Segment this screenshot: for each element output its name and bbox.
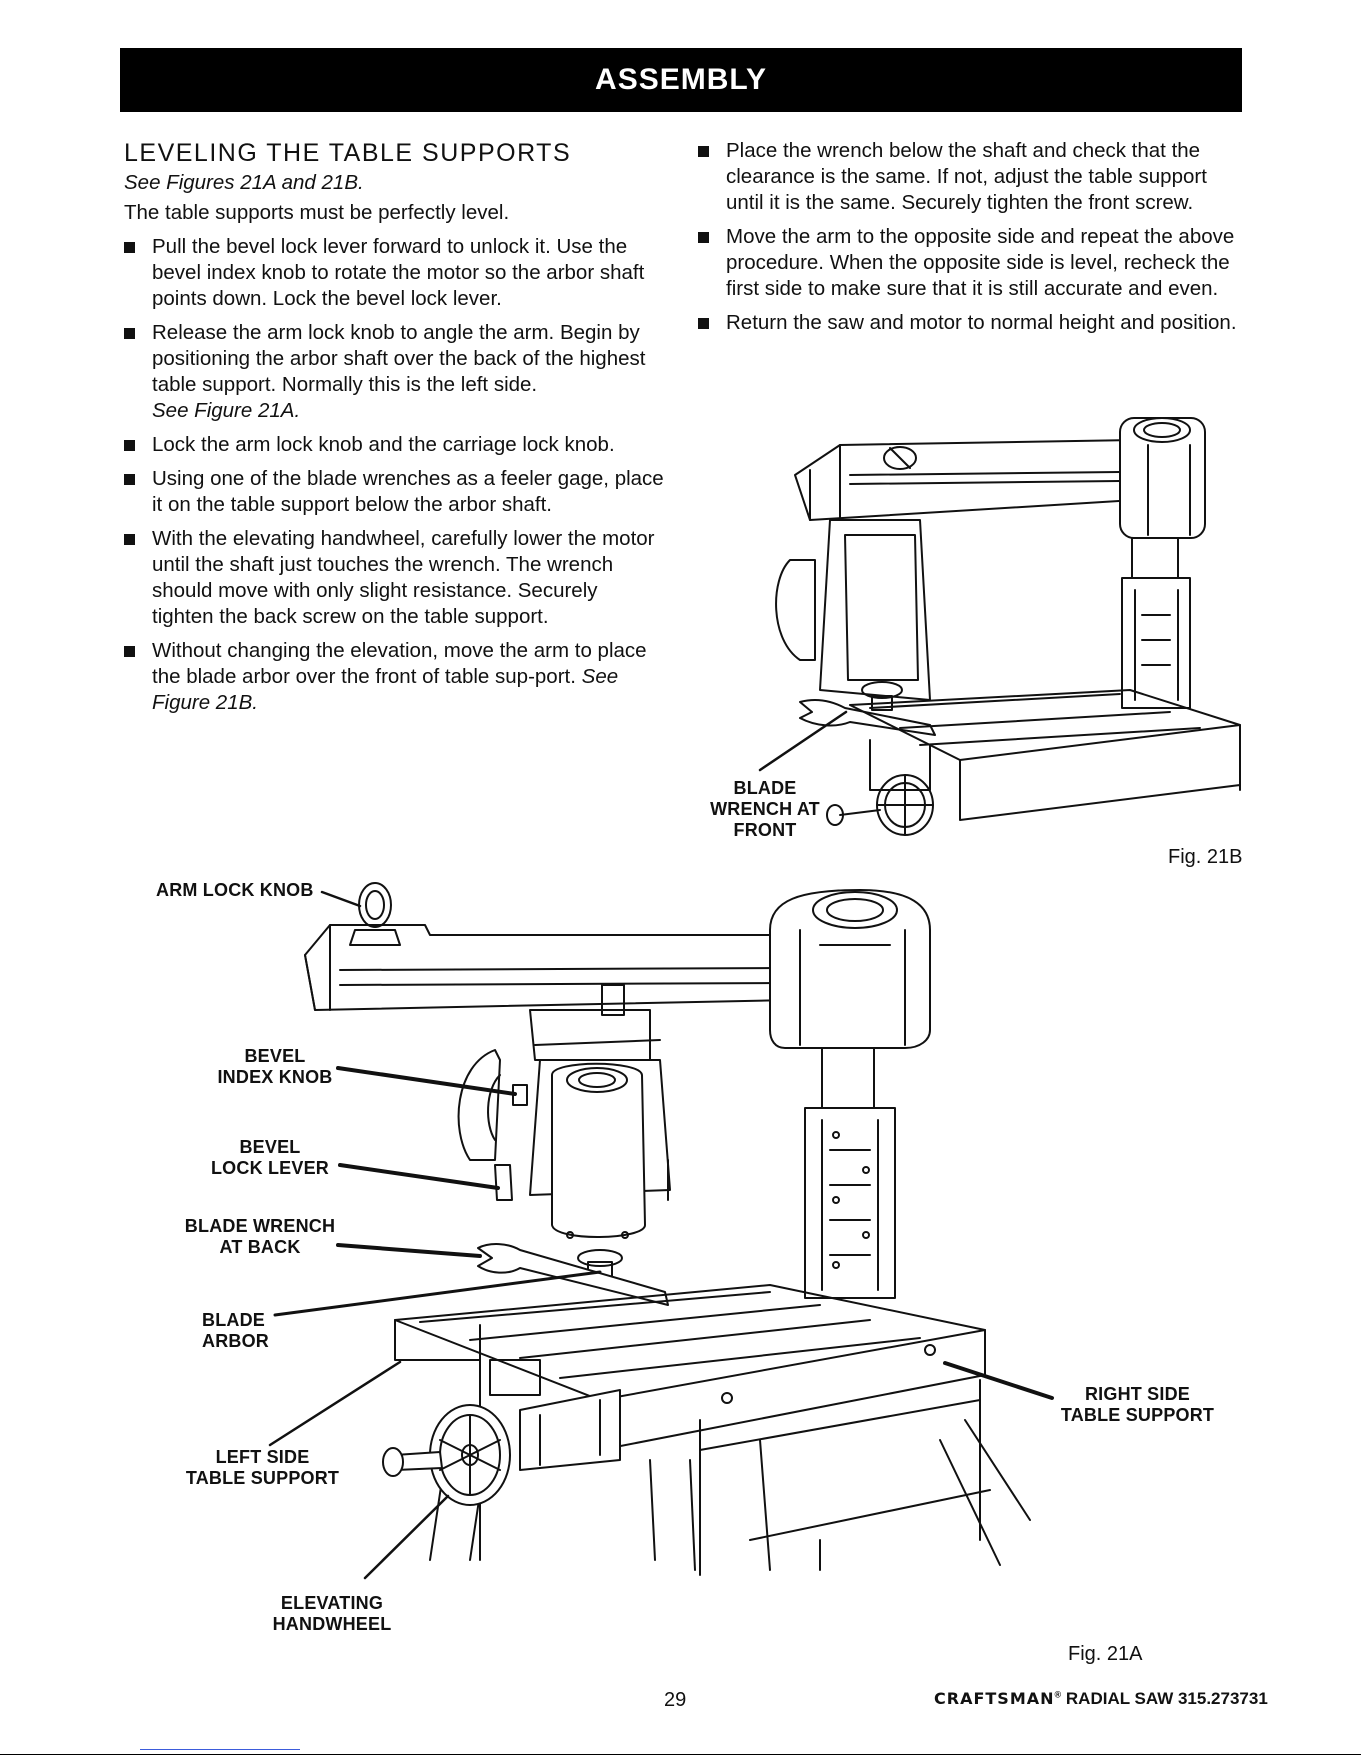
list-item: Pull the bevel lock lever forward to unl… [124, 234, 664, 312]
bullet-square-icon [124, 328, 135, 339]
callout-blade-arbor: BLADE ARBOR [202, 1310, 269, 1351]
left-column: LEVELING THE TABLE SUPPORTS See Figures … [124, 138, 664, 724]
callout-blade-wrench-back: BLADE WRENCH AT BACK [184, 1216, 336, 1257]
list-item: With the elevating handwheel, carefully … [124, 526, 664, 630]
left-steps-list: Pull the bevel lock lever forward to unl… [124, 234, 664, 716]
bullet-square-icon [698, 318, 709, 329]
banner-title: ASSEMBLY [595, 63, 767, 96]
bullet-square-icon [124, 646, 135, 657]
fig-21b-saw-drawing [758, 417, 1241, 836]
list-item: Move the arm to the opposite side and re… [698, 224, 1238, 302]
bullet-square-icon [698, 232, 709, 243]
bullet-square-icon [124, 534, 135, 545]
list-item: Without changing the elevation, move the… [124, 638, 664, 716]
bullet-square-icon [124, 242, 135, 253]
page-number: 29 [664, 1689, 687, 1711]
see-figures-ref: See Figures 21A and 21B. [124, 171, 364, 194]
callout-left-side-support: LEFT SIDE TABLE SUPPORT [185, 1447, 340, 1488]
list-item: Place the wrench below the shaft and che… [698, 138, 1238, 216]
intro-text: The table supports must be perfectly lev… [124, 201, 510, 224]
section-title: LEVELING THE TABLE SUPPORTS [124, 139, 572, 167]
bullet-square-icon [124, 474, 135, 485]
list-item: Return the saw and motor to normal heigh… [698, 310, 1238, 336]
model-number: RADIAL SAW 315.273731 [1065, 1689, 1268, 1708]
bottom-link-underline [140, 1749, 300, 1750]
fig-21b-caption: Fig. 21B [1168, 846, 1243, 868]
callout-arm-lock-knob: ARM LOCK KNOB [156, 880, 314, 900]
callout-right-side-support: RIGHT SIDE TABLE SUPPORT [1060, 1384, 1215, 1425]
craftsman-logo: CRAFTSMAN [934, 1689, 1055, 1708]
fig-21a-caption: Fig. 21A [1068, 1643, 1143, 1665]
fig-21a-saw-drawing [268, 882, 1054, 1580]
bullet-square-icon [698, 146, 709, 157]
list-item: Release the arm lock knob to angle the a… [124, 320, 664, 424]
section-banner: ASSEMBLY [120, 48, 1242, 112]
callout-bevel-index-knob: BEVEL INDEX KNOB [217, 1046, 333, 1087]
bullet-square-icon [124, 440, 135, 451]
bottom-rule [0, 1754, 1361, 1755]
list-item: Using one of the blade wrenches as a fee… [124, 466, 664, 518]
right-steps-list: Place the wrench below the shaft and che… [698, 138, 1238, 336]
footer-brand: CRAFTSMAN® RADIAL SAW 315.273731 [934, 1689, 1268, 1708]
callout-blade-wrench-front: BLADE WRENCH AT FRONT [710, 778, 820, 840]
callout-bevel-lock-lever: BEVEL LOCK LEVER [210, 1137, 329, 1178]
right-column: Place the wrench below the shaft and che… [698, 138, 1238, 344]
list-item: Lock the arm lock knob and the carriage … [124, 432, 664, 458]
callout-elevating-handwheel: ELEVATING HANDWHEEL [272, 1593, 392, 1634]
